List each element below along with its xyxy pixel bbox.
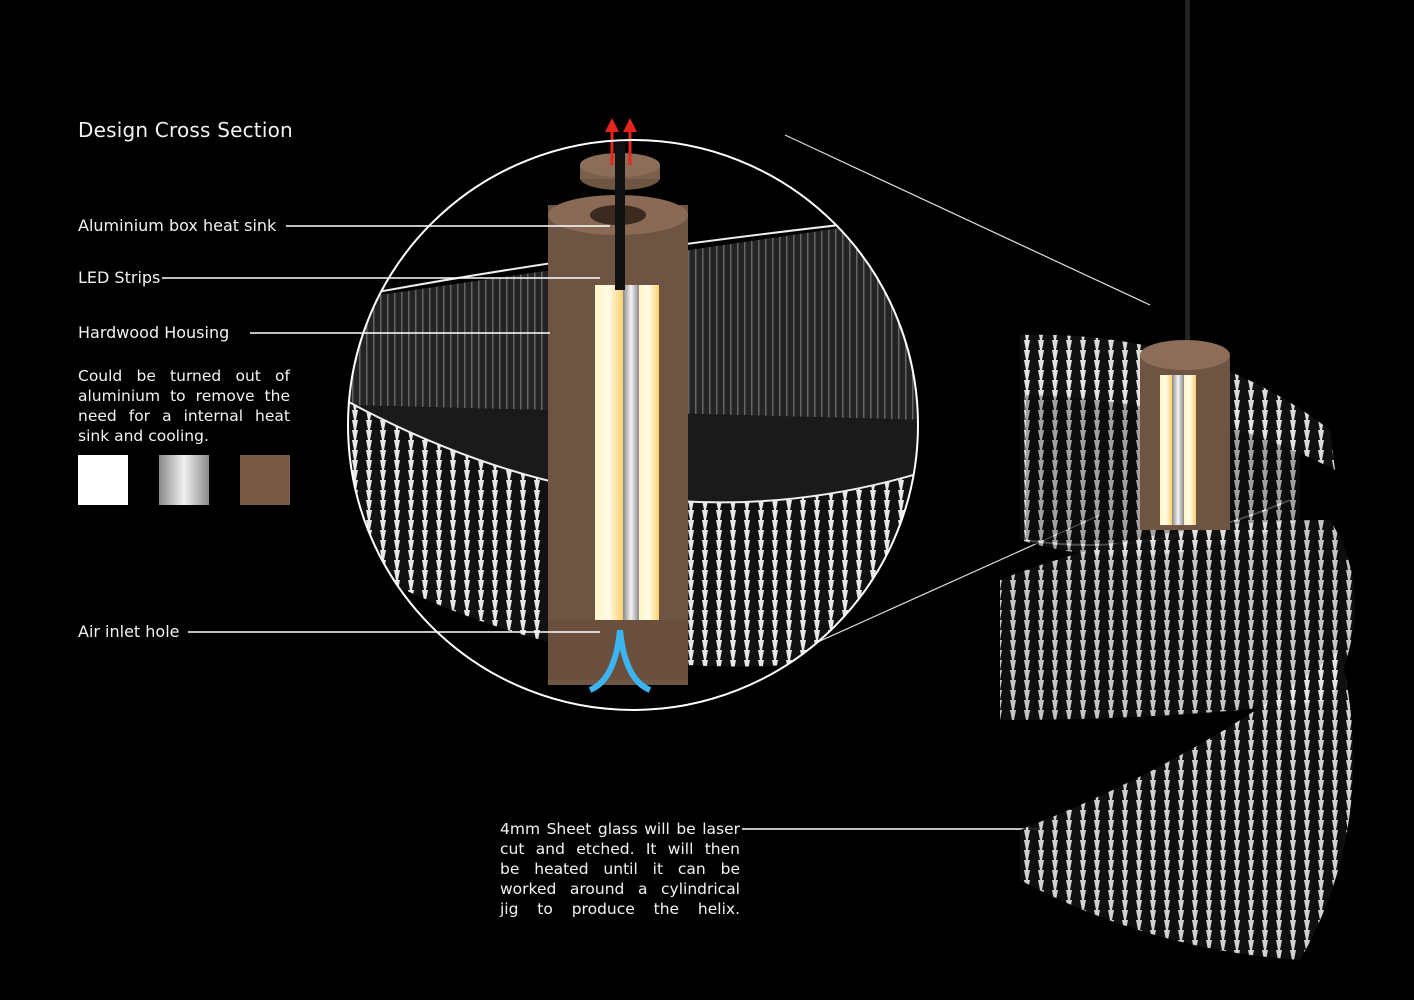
swatch-white xyxy=(78,455,128,505)
magnifier-circle xyxy=(347,139,919,711)
label-led-strips: LED Strips xyxy=(78,268,161,287)
magnified-view xyxy=(348,140,918,710)
housing-note: Could be turned out of aluminium to remo… xyxy=(78,367,290,445)
label-housing: Hardwood Housing xyxy=(78,323,230,342)
glass-note: 4mm Sheet glass will be laser cut and et… xyxy=(500,820,740,918)
label-air-inlet: Air inlet hole xyxy=(78,622,180,641)
page-title: Design Cross Section xyxy=(78,118,293,142)
zoom-connector-top xyxy=(784,134,1151,306)
label-heat-sink: Aluminium box heat sink xyxy=(78,216,277,235)
swatch-hardwood xyxy=(240,455,290,505)
pendant-render xyxy=(1000,0,1355,960)
swatch-aluminium xyxy=(159,455,209,505)
